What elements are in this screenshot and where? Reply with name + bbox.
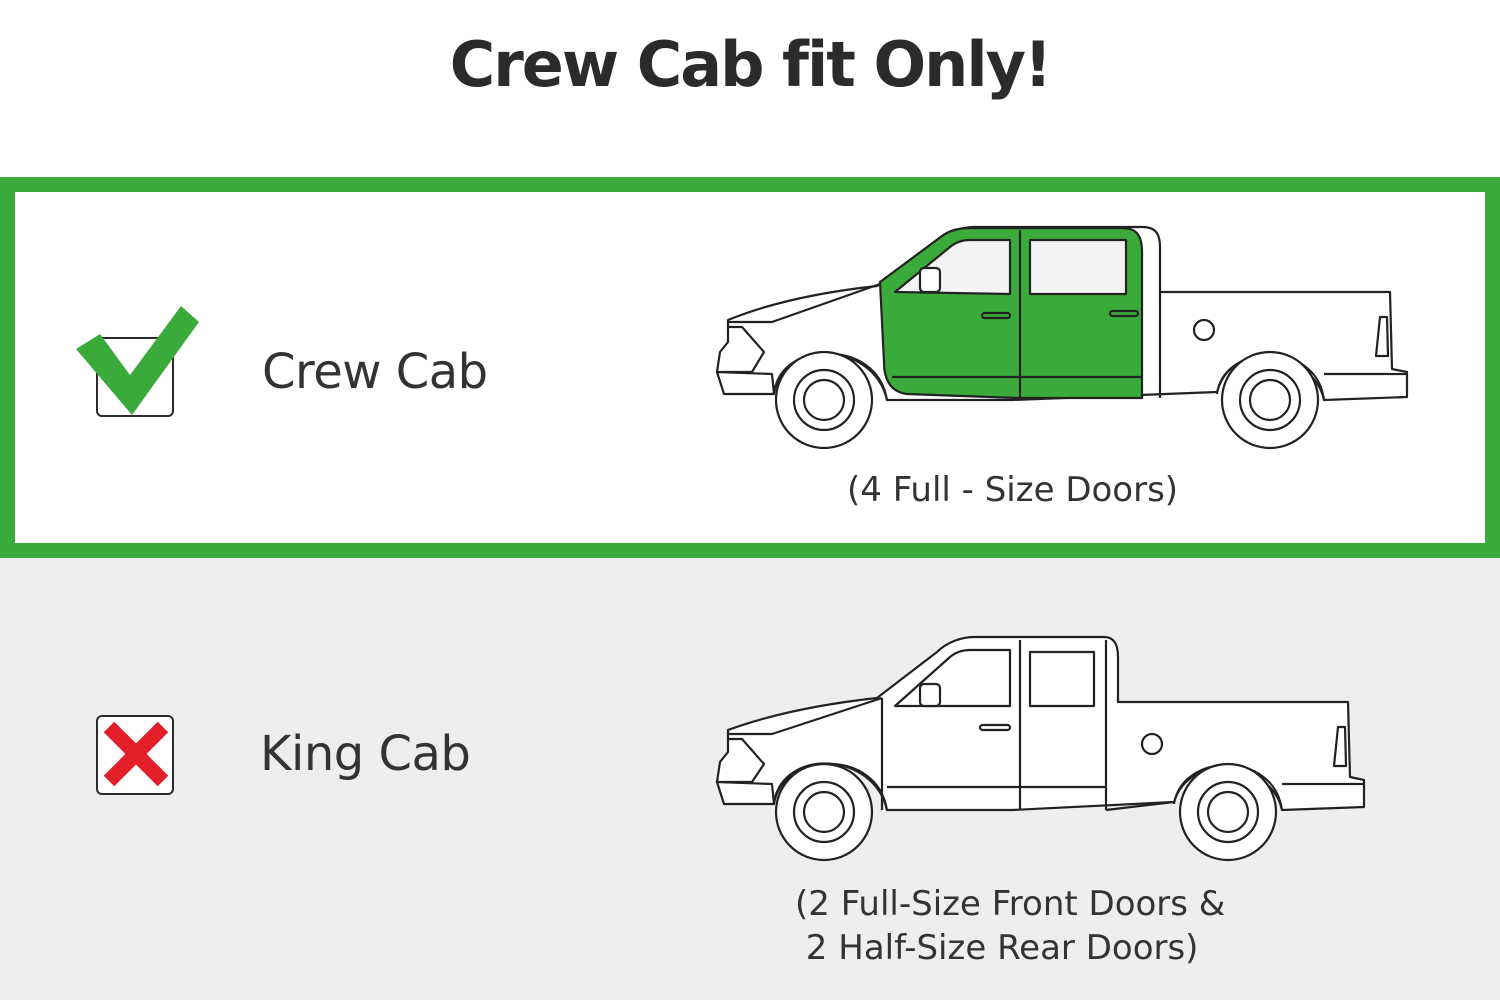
king-cab-caption-line-2: 2 Half-Size Rear Doors) xyxy=(795,928,1199,968)
crew-cab-label: Crew Cab xyxy=(262,344,488,400)
king-cab-caption-line-1: (2 Full-Size Front Doors & xyxy=(795,884,1226,924)
green-check-icon xyxy=(76,306,199,415)
king-cab-label: King Cab xyxy=(260,726,471,782)
crew-cab-truck-icon xyxy=(715,225,1409,450)
red-x-icon xyxy=(103,721,169,787)
king-cab-truck-icon xyxy=(715,635,1366,862)
crew-cab-caption: (4 Full - Size Doors) xyxy=(847,470,1179,510)
page-title: Crew Cab fit Only! xyxy=(449,28,1053,101)
